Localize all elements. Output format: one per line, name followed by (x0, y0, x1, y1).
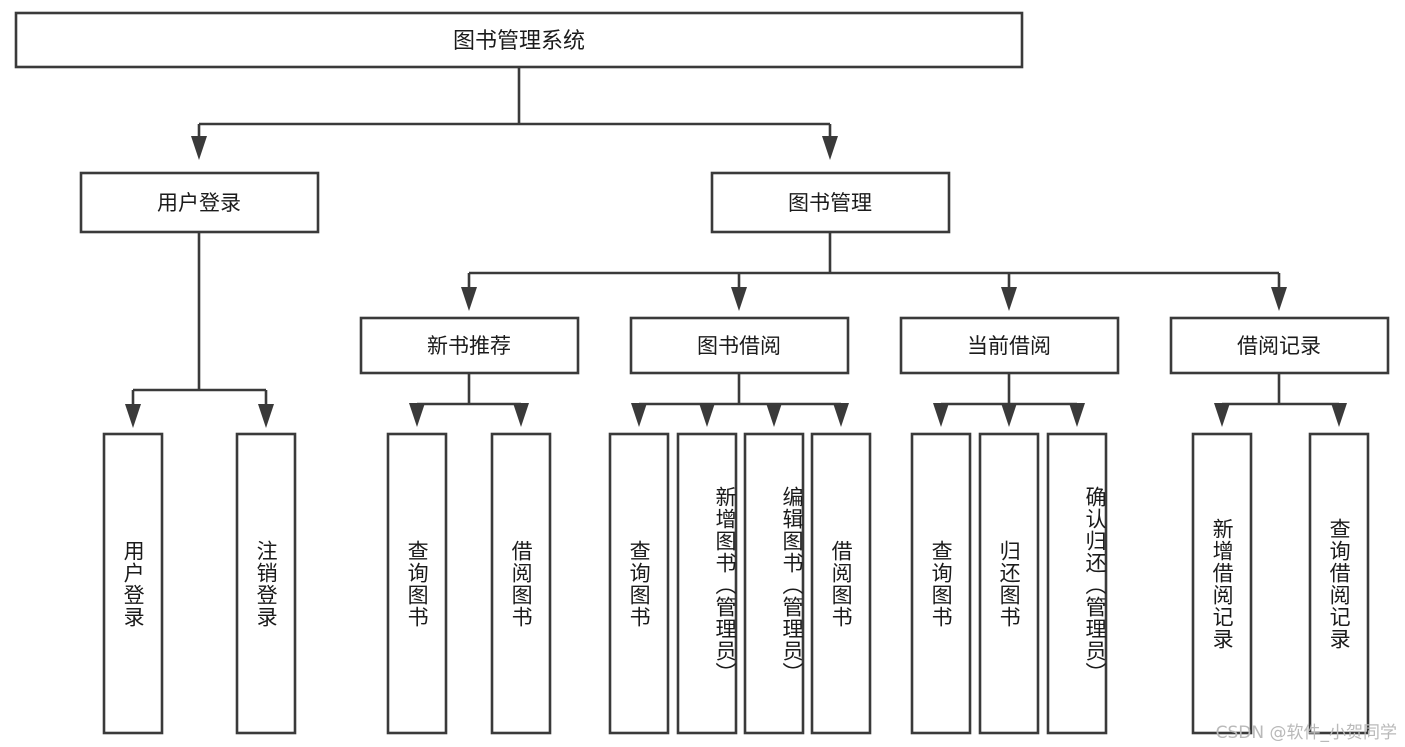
node-book-manage[interactable]: 图书管理 (710, 171, 951, 234)
leaf-rect-nbr-1[interactable] (490, 432, 552, 735)
arrow-br-leaf-1 (1214, 403, 1230, 427)
arrow-br-leaf-2 (1331, 403, 1347, 427)
node-new-book-recommend[interactable]: 新书推荐 (359, 316, 580, 375)
connector-new-book-recommend-to-leaves (409, 373, 529, 427)
node-current-borrow-label: 当前借阅 (967, 334, 1051, 358)
node-new-book-recommend-label: 新书推荐 (427, 334, 511, 358)
arrow-bb-leaf-1 (631, 403, 647, 427)
leaf-rect-cb-0[interactable] (910, 432, 972, 735)
arrow-to-new-book-recommend (461, 287, 477, 311)
arrow-bb-leaf-3 (766, 403, 782, 427)
node-root-rect (14, 11, 1024, 69)
csdn-watermark: CSDN @软件_小贺同学 (1215, 723, 1397, 743)
arrow-to-leaf-logout (258, 404, 274, 428)
arrow-root-to-user-login (191, 136, 207, 160)
node-book-borrow-rect (629, 316, 850, 375)
arrow-to-leaf-user-login (125, 404, 141, 428)
arrow-cb-leaf-1 (933, 403, 949, 427)
leaf-rect-user-login-0[interactable] (102, 432, 164, 735)
arrow-to-borrow-record (1271, 287, 1287, 311)
leaf-rect-nbr-0[interactable] (386, 432, 448, 735)
arrow-cb-leaf-3 (1069, 403, 1085, 427)
node-book-manage-label: 图书管理 (788, 191, 872, 215)
connector-root-to-level2 (191, 67, 838, 160)
arrow-to-book-borrow (731, 287, 747, 311)
connector-user-login-to-leaves (125, 232, 274, 428)
leaf-rect-bb-3[interactable] (810, 432, 872, 735)
node-user-login[interactable]: 用户登录 (79, 171, 320, 234)
leaf-rect-cb-2[interactable] (1046, 432, 1108, 735)
node-user-login-label: 用户登录 (157, 191, 241, 215)
arrow-bb-leaf-4 (833, 403, 849, 427)
arrow-to-current-borrow (1001, 287, 1017, 311)
leaf-rect-bb-2[interactable] (743, 432, 805, 735)
arrow-nbr-leaf-1 (409, 403, 425, 427)
leaf-rect-bb-1[interactable] (676, 432, 738, 735)
node-new-book-recommend-rect (359, 316, 580, 375)
connector-book-borrow-to-leaves (631, 373, 849, 427)
node-borrow-record-label: 借阅记录 (1237, 334, 1321, 358)
arrow-bb-leaf-2 (699, 403, 715, 427)
connector-current-borrow-to-leaves (933, 373, 1085, 427)
connector-book-manage-to-level3 (461, 232, 1287, 311)
arrow-cb-leaf-2 (1001, 403, 1017, 427)
leaf-rect-cb-1[interactable] (978, 432, 1040, 735)
node-current-borrow-rect (899, 316, 1120, 375)
arrow-root-to-book-manage (822, 136, 838, 160)
node-book-borrow-label: 图书借阅 (697, 334, 781, 358)
leaf-rect-bb-0[interactable] (608, 432, 670, 735)
connector-borrow-record-to-leaves (1214, 373, 1347, 427)
node-root[interactable]: 图书管理系统 (14, 11, 1024, 69)
node-current-borrow[interactable]: 当前借阅 (899, 316, 1120, 375)
node-book-manage-rect (710, 171, 951, 234)
node-borrow-record-rect (1169, 316, 1390, 375)
leaf-rect-br-1[interactable] (1308, 432, 1370, 735)
node-root-label: 图书管理系统 (453, 29, 585, 54)
leaf-rect-user-login-1[interactable] (235, 432, 297, 735)
node-borrow-record[interactable]: 借阅记录 (1169, 316, 1390, 375)
arrow-nbr-leaf-2 (513, 403, 529, 427)
leaf-rect-br-0[interactable] (1191, 432, 1253, 735)
node-book-borrow[interactable]: 图书借阅 (629, 316, 850, 375)
